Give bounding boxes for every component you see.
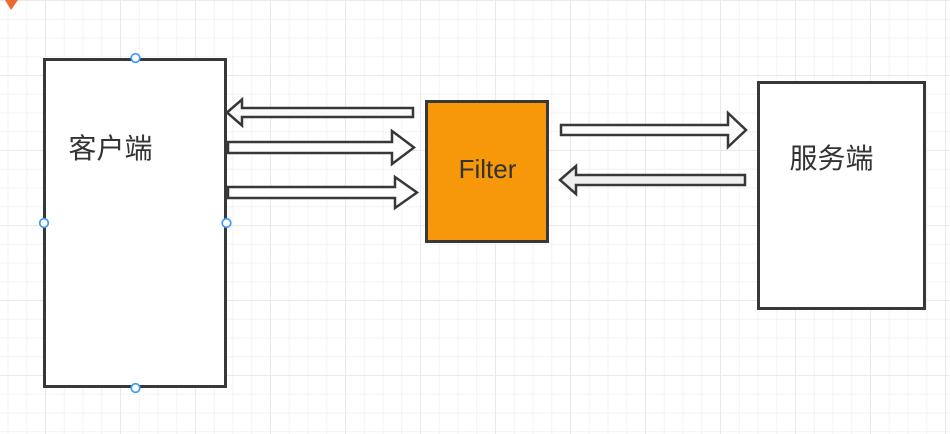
corner-marker-icon <box>5 0 18 10</box>
connection-handle-left[interactable] <box>38 217 50 229</box>
connection-handle-top[interactable] <box>130 52 141 64</box>
arrow-filter-to-client[interactable] <box>225 96 415 129</box>
node-server-label: 服务端 <box>789 143 874 174</box>
arrow-client-to-filter-lower[interactable] <box>226 174 420 211</box>
selection-handles <box>38 52 232 394</box>
node-client[interactable] <box>43 58 227 388</box>
node-filter-label: Filter <box>458 154 517 184</box>
node-client-label: 客户端 <box>68 133 153 164</box>
arrow-client-to-filter-upper[interactable] <box>226 128 417 167</box>
node-server[interactable] <box>757 81 926 310</box>
connection-handle-right[interactable] <box>221 217 232 229</box>
connection-handle-bottom[interactable] <box>130 382 141 394</box>
arrow-filter-to-server[interactable] <box>559 110 748 150</box>
arrow-server-to-filter[interactable] <box>558 163 747 197</box>
node-filter[interactable] <box>425 100 549 243</box>
